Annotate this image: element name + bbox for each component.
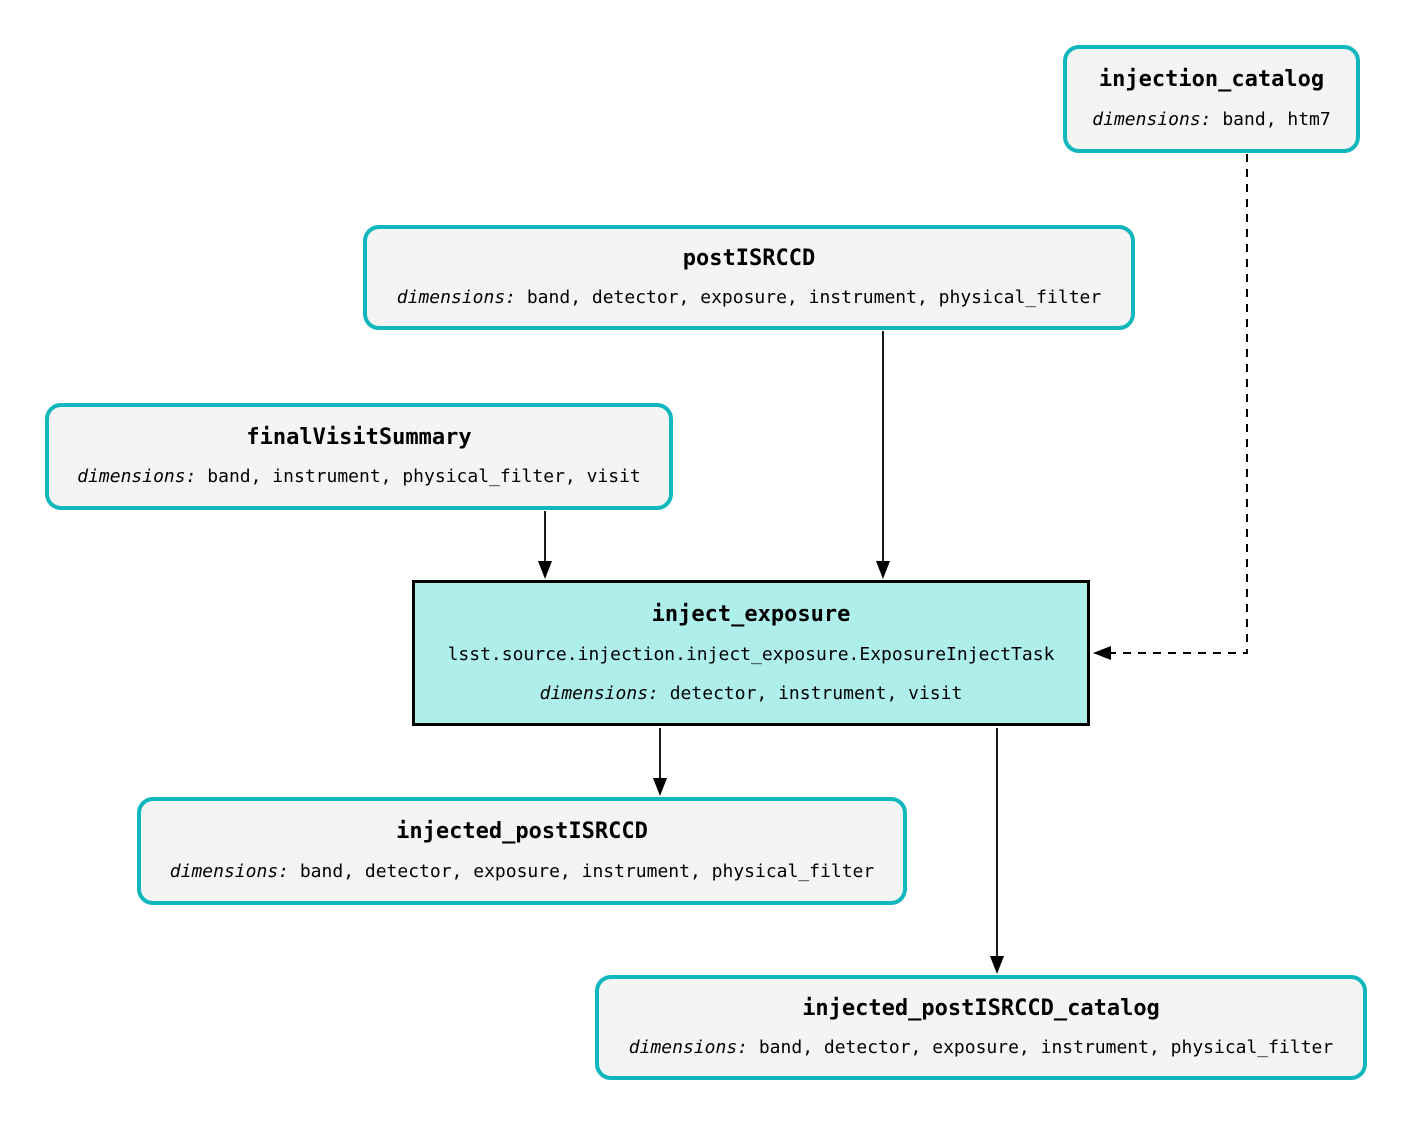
node-title: injection_catalog	[1098, 67, 1325, 92]
node-dimensions: dimensions: band, htm7	[1092, 109, 1330, 131]
dimensions-label: dimensions:	[539, 682, 659, 704]
dimensions-label: dimensions:	[628, 1037, 748, 1058]
node-injection-catalog: injection_catalog dimensions: band, htm7	[1063, 45, 1360, 153]
node-title: finalVisitSummary	[246, 424, 472, 450]
node-title: injected_postISRCCD	[396, 819, 648, 844]
dimensions-label: dimensions:	[169, 861, 289, 882]
node-title: injected_postISRCCD_catalog	[802, 996, 1160, 1021]
node-finalvisitsummary: finalVisitSummary dimensions: band, inst…	[45, 403, 673, 510]
node-dimensions: dimensions: band, instrument, physical_f…	[77, 466, 641, 488]
dimensions-value: band, detector, exposure, instrument, ph…	[299, 861, 875, 882]
node-inject-exposure-task: inject_exposure lsst.source.injection.in…	[412, 580, 1090, 726]
node-dimensions: dimensions: band, detector, exposure, in…	[629, 1037, 1333, 1059]
node-postisrccd: postISRCCD dimensions: band, detector, e…	[363, 225, 1135, 330]
edge-inject-exposure-to-injected-postisrccd-catalog	[990, 728, 1004, 974]
dimensions-label: dimensions:	[77, 466, 197, 488]
node-dimensions: dimensions: band, detector, exposure, in…	[170, 861, 874, 883]
node-injected-postisrccd-catalog: injected_postISRCCD_catalog dimensions: …	[595, 975, 1367, 1080]
edge-inject-exposure-to-injected-postisrccd	[653, 728, 667, 796]
node-dimensions: dimensions: detector, instrument, visit	[540, 683, 963, 705]
edge-postisrccd-to-inject-exposure	[876, 331, 890, 579]
dimensions-value: band, detector, exposure, instrument, ph…	[526, 287, 1102, 308]
dimensions-value: band, htm7	[1222, 109, 1331, 130]
dimensions-value: band, instrument, physical_filter, visit	[207, 466, 641, 488]
dimensions-label: dimensions:	[1092, 109, 1212, 130]
dimensions-label: dimensions:	[396, 287, 516, 308]
edge-finalvisitsummary-to-inject-exposure	[538, 511, 552, 579]
dimensions-value: detector, instrument, visit	[669, 682, 963, 704]
dimensions-value: band, detector, exposure, instrument, ph…	[758, 1037, 1334, 1058]
node-title: inject_exposure	[651, 601, 851, 627]
node-title: postISRCCD	[682, 246, 816, 271]
task-class-path: lsst.source.injection.inject_exposure.Ex…	[447, 644, 1055, 665]
node-dimensions: dimensions: band, detector, exposure, in…	[397, 287, 1101, 309]
node-injected-postisrccd: injected_postISRCCD dimensions: band, de…	[137, 797, 907, 905]
